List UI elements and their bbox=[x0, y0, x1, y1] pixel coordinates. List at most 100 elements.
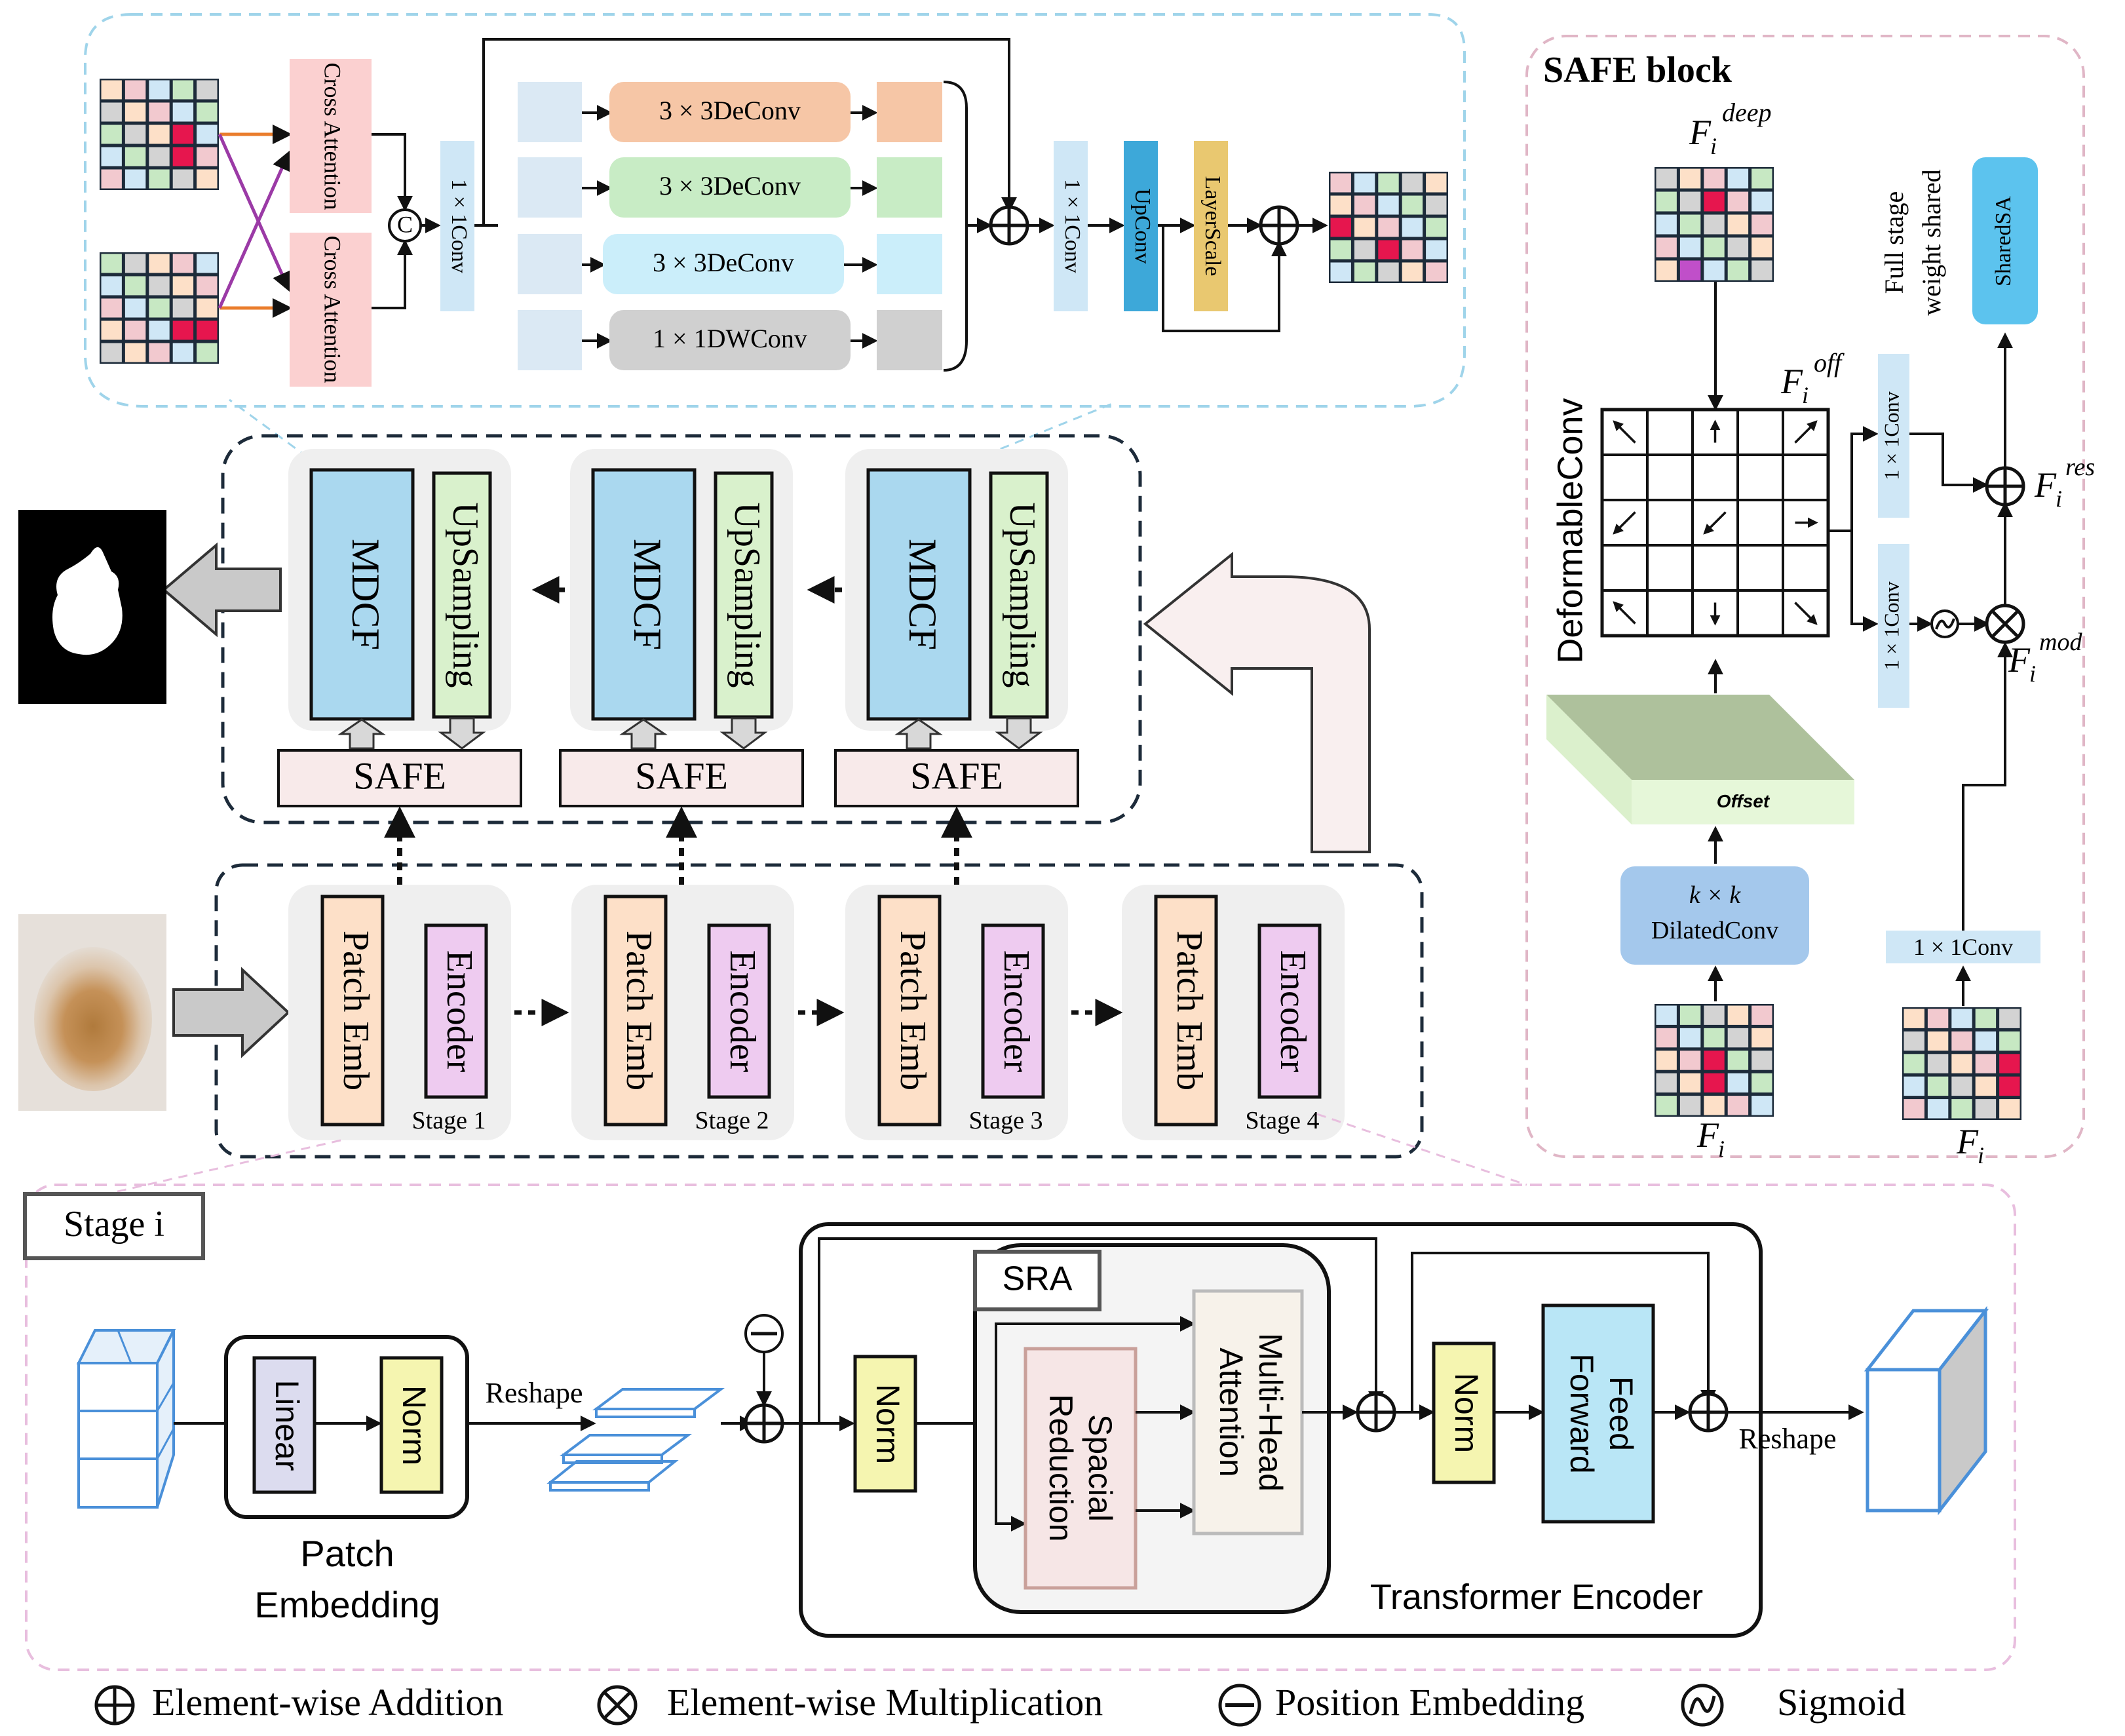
input-arrow bbox=[172, 967, 290, 1058]
conv1x1-mid: 1 × 1Conv bbox=[1878, 544, 1909, 708]
transformer-encoder-box: Transformer Encoder bbox=[799, 1222, 1763, 1638]
input-cube bbox=[76, 1329, 176, 1509]
svg-text:deep: deep bbox=[1722, 98, 1772, 127]
svg-text:Element-wise Multiplication: Element-wise Multiplication bbox=[667, 1681, 1103, 1724]
branch-2: 3 × 3DeConv bbox=[518, 157, 942, 218]
legend: Element-wise Addition Element-wise Multi… bbox=[94, 1681, 1906, 1727]
svg-text:Norm: Norm bbox=[1448, 1373, 1485, 1453]
output-cube bbox=[1864, 1305, 1989, 1516]
cross-connections bbox=[218, 125, 292, 318]
stage-label: Stage 2 bbox=[695, 1107, 769, 1134]
svg-text:Norm: Norm bbox=[870, 1384, 906, 1464]
svg-text:i: i bbox=[1718, 1136, 1725, 1162]
svg-text:1 × 1Conv: 1 × 1Conv bbox=[447, 179, 471, 273]
legend-mul: Element-wise Multiplication bbox=[597, 1681, 1103, 1726]
svg-text:3 × 3DeConv: 3 × 3DeConv bbox=[659, 96, 801, 125]
svg-text:1 × 1DWConv: 1 × 1DWConv bbox=[653, 324, 807, 353]
svg-text:1 × 1Conv: 1 × 1Conv bbox=[1060, 179, 1084, 273]
dilated-conv-block: k × k DilatedConv bbox=[1620, 866, 1809, 965]
svg-text:Transformer Encoder: Transformer Encoder bbox=[1370, 1577, 1703, 1617]
norm-block-2: Norm bbox=[853, 1355, 917, 1493]
safe-block-border bbox=[1525, 35, 2085, 1158]
conv1x1-block: 1 × 1Conv bbox=[440, 141, 474, 311]
svg-text:UpConv: UpConv bbox=[1130, 188, 1155, 263]
add-icon-top-2 bbox=[1259, 205, 1299, 246]
encoder-row-border bbox=[214, 863, 1424, 1159]
multi-head-attention-block: Multi-Head Attention bbox=[1192, 1289, 1304, 1535]
patch-emb-label: Patch Emb bbox=[619, 931, 659, 1090]
stage-label: Stage 3 bbox=[969, 1107, 1043, 1134]
feed-forward-block: Feed Forward bbox=[1541, 1303, 1655, 1524]
svg-text:F: F bbox=[1780, 362, 1803, 401]
upsampling-label: UpSampling bbox=[727, 502, 767, 687]
sharedsa-block: SharedSA bbox=[1972, 157, 2038, 324]
svg-text:F: F bbox=[1956, 1122, 1979, 1161]
svg-text:Spacial: Spacial bbox=[1082, 1414, 1119, 1522]
encoder-label: Encoder bbox=[439, 950, 480, 1073]
f-deep-label: F i deep bbox=[1689, 98, 1772, 159]
svg-text:Embedding: Embedding bbox=[254, 1584, 440, 1625]
stage-detail-border bbox=[25, 1184, 2016, 1671]
offset-slab: Offset bbox=[1546, 695, 1854, 824]
patch-emb-label: Patch Emb bbox=[892, 931, 933, 1090]
legend-pos: Position Embedding bbox=[1218, 1681, 1584, 1727]
deformable-conv-label: DeformableConv bbox=[1550, 398, 1590, 663]
concat-icon: C bbox=[388, 208, 422, 242]
cross-attention-1: Cross Attention bbox=[290, 59, 372, 213]
top-input-grid-1 bbox=[100, 79, 219, 190]
skin-lesion-input bbox=[18, 914, 166, 1111]
svg-text:1 × 1Conv: 1 × 1Conv bbox=[1879, 581, 1903, 670]
svg-text:Linear: Linear bbox=[269, 1380, 305, 1471]
sigmoid-icon-legend bbox=[1681, 1684, 1724, 1727]
upsampling-label: UpSampling bbox=[445, 502, 486, 687]
multiply-icon-legend bbox=[597, 1685, 638, 1726]
svg-text:Stage i: Stage i bbox=[64, 1204, 164, 1244]
f-off-label: F i off bbox=[1780, 348, 1845, 408]
svg-text:Feed: Feed bbox=[1603, 1376, 1639, 1451]
svg-text:Reduction: Reduction bbox=[1043, 1394, 1079, 1541]
svg-text:LayerScale: LayerScale bbox=[1200, 176, 1225, 277]
encoder-label: Encoder bbox=[1273, 950, 1313, 1073]
multiply-icon-safe bbox=[1985, 604, 2025, 644]
svg-text:F: F bbox=[1696, 1115, 1719, 1155]
svg-text:Position Embedding: Position Embedding bbox=[1275, 1681, 1584, 1724]
branch-merge-bracket bbox=[943, 81, 968, 372]
svg-text:Element-wise Addition: Element-wise Addition bbox=[152, 1681, 503, 1724]
spacial-reduction-block: Spacial Reduction bbox=[1024, 1347, 1138, 1590]
svg-text:3 × 3DeConv: 3 × 3DeConv bbox=[653, 248, 794, 277]
f-deep-grid bbox=[1655, 167, 1774, 282]
patch-embedding-box: Linear Norm bbox=[224, 1335, 469, 1519]
add-icon-stage-2 bbox=[1356, 1392, 1396, 1433]
svg-text:3 × 3DeConv: 3 × 3DeConv bbox=[659, 171, 801, 201]
svg-text:1 × 1Conv: 1 × 1Conv bbox=[1913, 934, 2013, 960]
svg-text:Full stage: Full stage bbox=[1879, 191, 1909, 294]
svg-text:i: i bbox=[2056, 486, 2062, 512]
position-embedding-icon bbox=[744, 1314, 784, 1353]
mdcf-label: MDCF bbox=[626, 539, 669, 650]
encoder-label: Encoder bbox=[722, 950, 763, 1073]
decoder-row-border bbox=[221, 434, 1142, 824]
svg-text:F: F bbox=[1689, 113, 1712, 152]
safe-label: SAFE bbox=[635, 754, 728, 797]
top-output-grid bbox=[1329, 172, 1448, 283]
segmentation-mask-output bbox=[18, 510, 166, 704]
sigmoid-icon-safe bbox=[1930, 609, 1959, 638]
svg-text:off: off bbox=[1814, 348, 1845, 377]
stage-detail-panel: Stage i Linear Norm Patch Embedding Resh… bbox=[23, 1184, 2016, 1671]
svg-text:i: i bbox=[1802, 382, 1809, 408]
stage-label: Stage 4 bbox=[1246, 1107, 1320, 1134]
svg-text:i: i bbox=[1710, 133, 1717, 159]
output-arrow bbox=[161, 542, 282, 638]
svg-text:DilatedConv: DilatedConv bbox=[1651, 917, 1778, 944]
add-icon-stage-3 bbox=[1688, 1392, 1729, 1433]
branch-3: 3 × 3DeConv bbox=[518, 234, 942, 294]
patch-emb-label: Patch Emb bbox=[1169, 931, 1210, 1090]
full-stage-note: Full stage weight shared bbox=[1879, 169, 1946, 315]
svg-text:k × k: k × k bbox=[1689, 881, 1742, 909]
svg-text:Offset: Offset bbox=[1717, 791, 1771, 811]
